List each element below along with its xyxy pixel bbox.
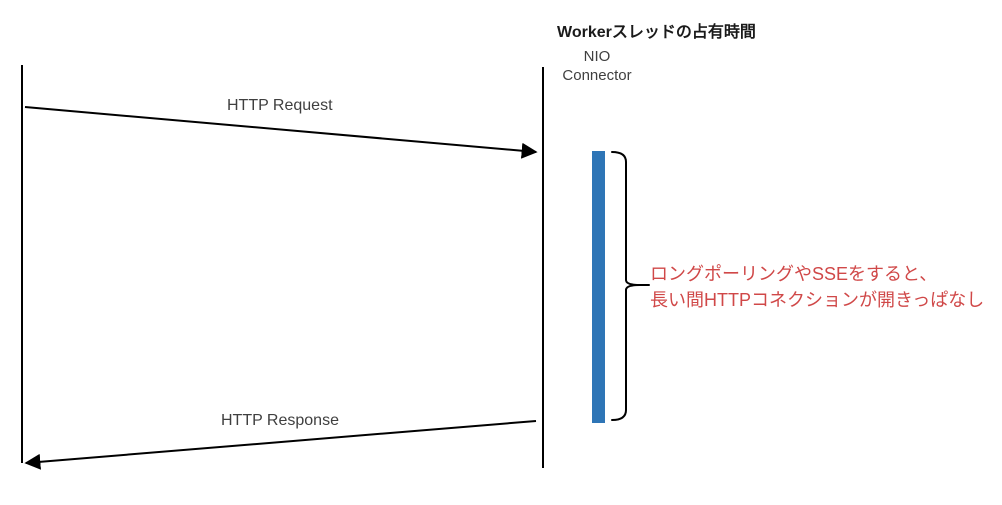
nio-connector-label: NIO Connector — [562, 48, 632, 84]
annotation-line: ロングポーリングやSSEをすると、 — [650, 264, 938, 284]
worker-occupation-bar — [592, 151, 605, 423]
http-request-arrow — [24, 106, 538, 159]
http-response-arrow — [24, 420, 537, 470]
http-request-label: HTTP Request — [227, 97, 333, 114]
annotation-line: 長い間HTTPコネクションが開きっぱなし — [650, 290, 985, 310]
annotation-text: ロングポーリングやSSEをすると、 長い間HTTPコネクションが開きっぱなし — [650, 261, 984, 313]
right-brace-icon — [611, 151, 650, 421]
http-response-label: HTTP Response — [221, 412, 339, 429]
diagram-title: Workerスレッドの占有時間 — [557, 24, 756, 41]
